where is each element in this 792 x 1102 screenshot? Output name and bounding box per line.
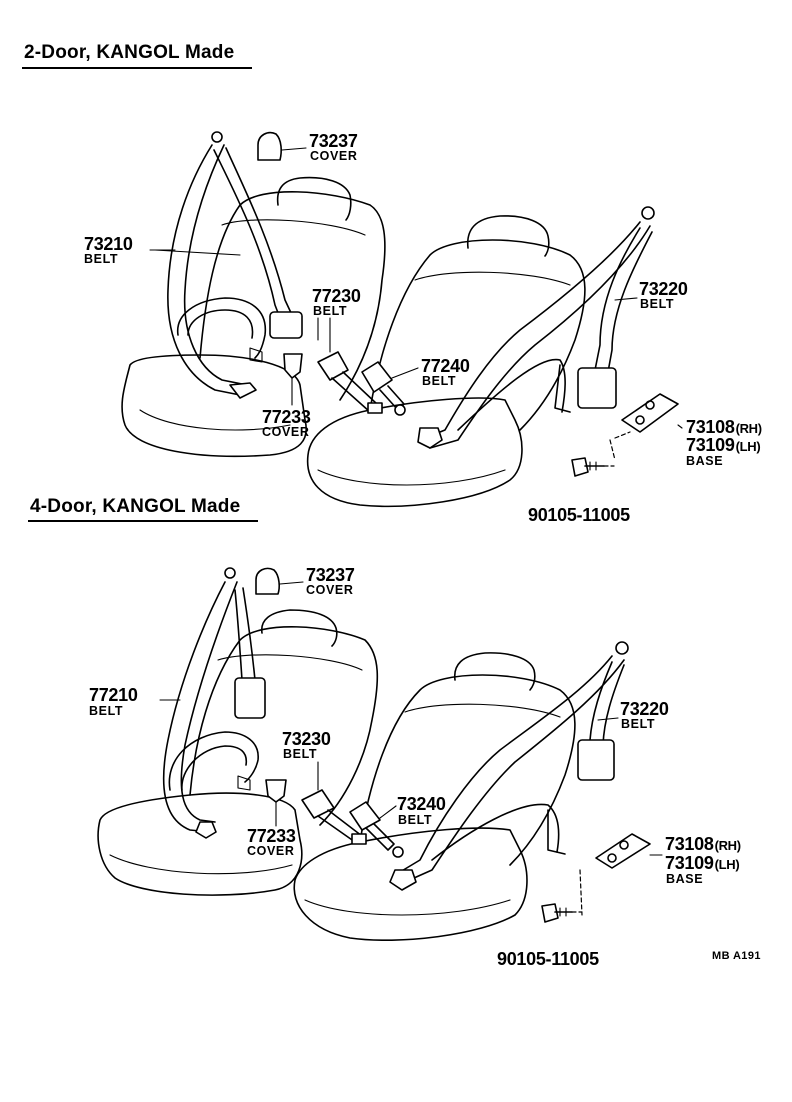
section-heading-2-door: 2-Door, KANGOL Made [24,42,235,63]
part-name-cover-buckle: COVER [247,844,295,858]
right-belt-assembly [389,641,629,891]
part-number-base-rh: 73108(RH) [686,418,762,438]
part-number-cover-buckle: 77233 [247,826,296,846]
right-seat [293,652,576,942]
part-number-cover-top: 73237 [306,565,355,585]
part-number-belt-right: 73220 [639,279,688,299]
part-number-cover-top: 73237 [309,131,358,151]
cover-77233 [265,779,287,827]
base-rh-side: (RH) [714,838,742,853]
part-number-base-lh: 73109(LH) [686,435,761,456]
heading-underline [28,520,258,522]
buckle-77240 [361,361,419,416]
buckle-77230 [317,317,383,414]
section-2-door-illustration [121,131,683,508]
base-plate [579,833,663,916]
part-number-bolt: 90105-11005 [528,505,630,525]
buckle-73240 [349,801,404,858]
part-number-buckle-b: 73240 [397,794,446,814]
left-seat [97,609,379,896]
part-number-belt-right: 73220 [620,699,669,719]
base-lh-number: 73109 [686,435,735,455]
part-number-belt-left: 77210 [89,685,138,705]
part-number-cover-buckle: 77233 [262,407,311,427]
part-number-buckle-a: 77230 [312,286,361,306]
base-lh-side: (LH) [735,439,761,454]
cover-73237 [257,131,307,161]
part-number-belt-left: 73210 [84,234,133,254]
part-name-cover-buckle: COVER [262,425,310,439]
bolt-90105 [571,457,615,477]
part-name-buckle-a: BELT [283,747,318,761]
part-name-cover-top: COVER [310,149,358,163]
bolt-90105 [541,903,583,923]
base-rh-side: (RH) [735,421,763,436]
base-lh-side: (LH) [714,857,740,872]
part-number-base-lh: 73109(LH) [665,853,740,874]
right-belt-assembly [417,206,655,449]
left-belt-assembly [154,131,303,399]
cover-77233 [283,353,303,406]
part-number-buckle-a: 73230 [282,729,331,749]
part-name-belt-right: BELT [621,717,656,731]
reference-code: MB A191 [712,950,761,962]
buckle-73230 [301,761,367,845]
base-plate [609,393,683,461]
heading-underline [22,67,252,69]
part-name-cover-top: COVER [306,583,354,597]
base-lh-number: 73109 [665,853,714,873]
section-heading-4-door: 4-Door, KANGOL Made [30,496,241,517]
left-seat [121,176,386,458]
part-name-belt-left: BELT [84,252,119,266]
cover-73237 [255,567,304,595]
section-4-door-illustration [97,567,663,942]
part-name-buckle-b: BELT [422,374,457,388]
part-number-base-rh: 73108(RH) [665,835,741,855]
part-number-bolt: 90105-11005 [497,949,599,969]
part-name-base: BASE [666,872,704,886]
right-seat [306,215,586,508]
base-rh-number: 73108 [665,834,714,854]
part-number-buckle-b: 77240 [421,356,470,376]
part-name-belt-right: BELT [640,297,675,311]
base-rh-number: 73108 [686,417,735,437]
left-belt-assembly [159,567,266,839]
part-name-base: BASE [686,454,724,468]
part-name-belt-left: BELT [89,704,124,718]
part-name-buckle-a: BELT [313,304,348,318]
part-name-buckle-b: BELT [398,813,433,827]
